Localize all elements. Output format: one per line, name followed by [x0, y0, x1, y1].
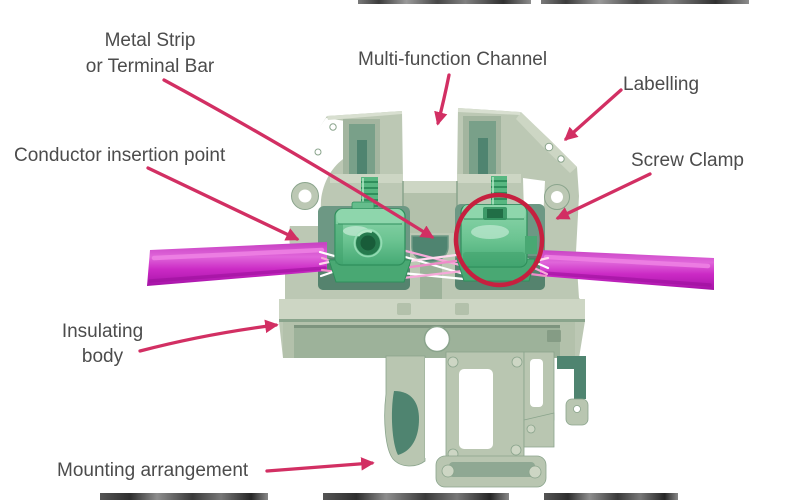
cropped-image-edge-top-right: [541, 0, 749, 4]
foot-hook-notch: [391, 391, 419, 455]
foot-boss: [510, 444, 522, 456]
foot-bottom-recess: [449, 462, 535, 477]
insulating-body-arrow: [138, 319, 279, 353]
conductor-insertion-arrow: [146, 166, 300, 241]
foot-boss: [528, 465, 542, 479]
label-metal-strip-line1: Metal Strip: [104, 30, 196, 51]
foot-right-slot: [530, 359, 543, 407]
label-labelling: Labelling: [623, 74, 700, 95]
mounting-arrangement-arrow: [265, 457, 375, 473]
foot-tab-hole: [573, 405, 581, 413]
metal-strip-arrow: [162, 78, 435, 239]
cropped-image-edge-bottom-right: [544, 493, 678, 500]
foot-window: [459, 369, 493, 449]
clamp-wire-hole: [353, 228, 383, 258]
mounting-foot: [384, 351, 589, 488]
screw-clamp-arrow: [555, 172, 652, 220]
foot-right-step: [523, 412, 555, 448]
cropped-image-edge-bottom-left: [100, 493, 268, 500]
labelling-arrow: [563, 88, 623, 141]
left-screw-clamp: [328, 201, 412, 283]
cropped-image-edge-bottom-mid: [323, 493, 509, 500]
lower-shoulder: [279, 299, 585, 322]
flange-hole: [557, 155, 565, 163]
label-insulating-body: Insulating body: [50, 319, 155, 369]
label-conductor-insertion-point: Conductor insertion point: [14, 145, 226, 166]
foot-boss: [511, 356, 523, 368]
foot-boss: [447, 356, 459, 368]
right-wire: [540, 250, 714, 290]
screw-clamp-highlight-circle: [453, 192, 545, 288]
foot-boss: [441, 464, 455, 478]
label-metal-strip: Metal Strip or Terminal Bar: [55, 28, 245, 80]
flange-hole: [544, 142, 554, 152]
label-insulating-body-line1: Insulating: [61, 321, 144, 342]
mounting-ear-right-hole: [551, 191, 563, 203]
label-screw-clamp: Screw Clamp: [631, 150, 744, 171]
multi-function-channel-arrow: [434, 73, 451, 126]
foot-boss: [526, 424, 536, 434]
label-metal-strip-line2: or Terminal Bar: [85, 56, 215, 77]
foot-dark-bracket: [557, 356, 586, 399]
foot-gap: [425, 358, 446, 458]
cropped-image-edge-top-left: [358, 0, 531, 4]
tower-hole: [314, 148, 322, 156]
left-wire: [147, 242, 327, 286]
molded-mark: [547, 330, 561, 342]
label-mounting-arrangement: Mounting arrangement: [57, 460, 249, 481]
insulating-body-shape: [279, 108, 585, 358]
tower-hole: [329, 123, 337, 131]
right-tower-recess: [457, 108, 521, 183]
panel-hole: [423, 325, 451, 353]
mounting-ear-left-hole: [298, 189, 312, 203]
label-insulating-body-line2: body: [81, 346, 124, 367]
label-multi-function-channel: Multi-function Channel: [358, 49, 548, 70]
